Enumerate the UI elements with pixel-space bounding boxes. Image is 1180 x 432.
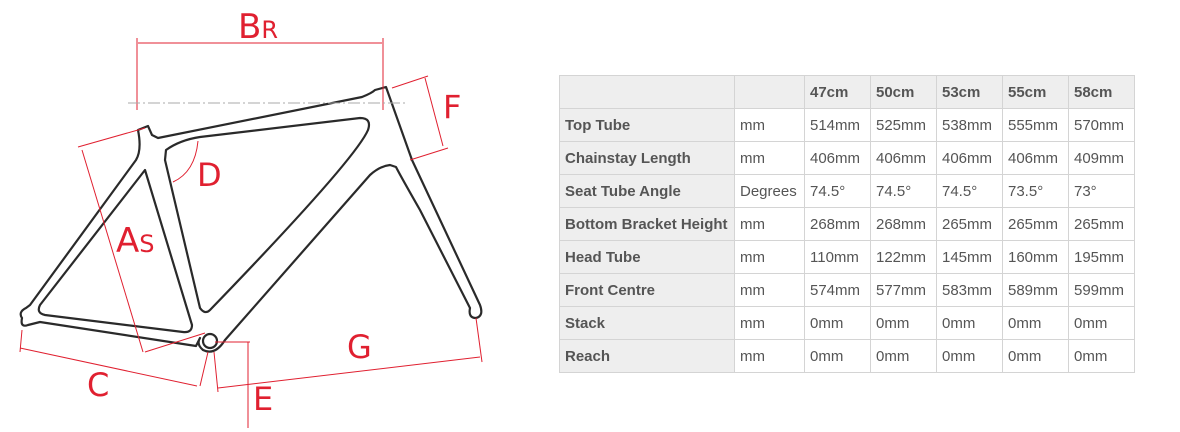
dimension-label-f: F [443,88,461,126]
row-value: 555mm [1002,108,1069,142]
row-value: 73.5° [1002,174,1069,208]
row-value: 0mm [1068,306,1135,340]
dimension-lines [19,38,483,428]
row-value: 538mm [936,108,1003,142]
row-value: 514mm [804,108,871,142]
dimension-label-c: C [87,366,109,404]
size-header: 55cm [1002,75,1069,109]
row-value: 409mm [1068,141,1135,175]
dimension-label-g: G [347,328,372,366]
row-value: 268mm [804,207,871,241]
row-value: 406mm [870,141,937,175]
row-unit: mm [734,240,805,274]
row-value: 0mm [804,306,871,340]
row-value: 583mm [936,273,1003,307]
dimension-label-as: AS [116,221,155,261]
header-unit-empty [734,75,805,109]
row-label: Top Tube [559,108,735,142]
row-value: 0mm [804,339,871,373]
frame-geometry-diagram: BR AS D F C E G [19,7,483,428]
size-header: 47cm [804,75,871,109]
row-value: 570mm [1068,108,1135,142]
frame-outline [19,85,483,353]
row-value: 589mm [1002,273,1069,307]
dimension-label-br: BR [238,7,278,47]
row-value: 265mm [936,207,1003,241]
row-value: 406mm [936,141,1003,175]
row-value: 0mm [870,339,937,373]
row-label: Seat Tube Angle [559,174,735,208]
row-value: 406mm [804,141,871,175]
row-value: 0mm [870,306,937,340]
row-unit: mm [734,108,805,142]
table-header-row: 47cm 50cm 53cm 55cm 58cm [559,75,1135,109]
size-header: 50cm [870,75,937,109]
row-label: Bottom Bracket Height [559,207,735,241]
row-value: 0mm [1068,339,1135,373]
row-value: 122mm [870,240,937,274]
size-header: 58cm [1068,75,1135,109]
dimension-label-e: E [253,380,273,418]
row-label: Front Centre [559,273,735,307]
size-header: 53cm [936,75,1003,109]
row-value: 74.5° [870,174,937,208]
row-unit: mm [734,207,805,241]
row-value: 406mm [1002,141,1069,175]
row-value: 268mm [870,207,937,241]
row-value: 577mm [870,273,937,307]
row-label: Reach [559,339,735,373]
row-value: 0mm [936,339,1003,373]
row-value: 0mm [936,306,1003,340]
row-value: 74.5° [804,174,871,208]
row-unit: mm [734,306,805,340]
row-value: 110mm [804,240,871,274]
row-value: 0mm [1002,339,1069,373]
row-value: 73° [1068,174,1135,208]
row-value: 160mm [1002,240,1069,274]
row-value: 195mm [1068,240,1135,274]
row-value: 525mm [870,108,937,142]
row-value: 599mm [1068,273,1135,307]
row-label: Stack [559,306,735,340]
row-label: Head Tube [559,240,735,274]
row-value: 74.5° [936,174,1003,208]
row-value: 574mm [804,273,871,307]
row-value: 0mm [1002,306,1069,340]
header-empty [559,75,735,109]
row-unit: Degrees [734,174,805,208]
row-value: 145mm [936,240,1003,274]
row-unit: mm [734,141,805,175]
row-unit: mm [734,339,805,373]
row-unit: mm [734,273,805,307]
dimension-label-d: D [197,156,222,194]
row-value: 265mm [1068,207,1135,241]
row-label: Chainstay Length [559,141,735,175]
row-value: 265mm [1002,207,1069,241]
